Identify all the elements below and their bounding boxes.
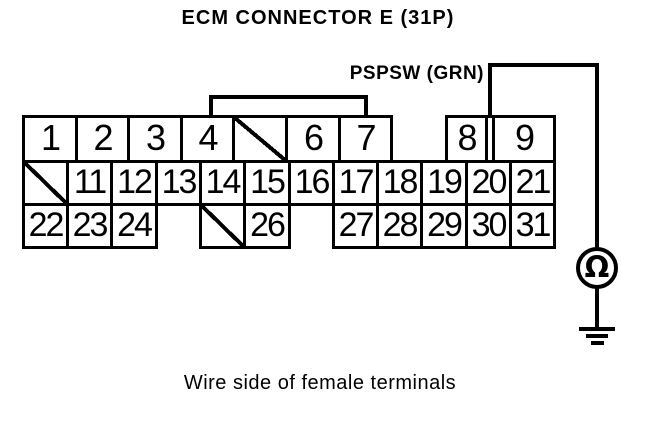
pin-cell-18: 18 — [376, 160, 423, 206]
pin-cell-29: 29 — [420, 203, 468, 249]
diagram-caption: Wire side of female terminals — [183, 372, 457, 394]
pin-cell-14: 14 — [199, 160, 246, 206]
ground-bar — [591, 341, 604, 345]
diagram-title: ECM CONNECTOR E (31P) — [181, 7, 455, 29]
pin-cell-blank — [22, 160, 69, 206]
ground-bar — [579, 327, 615, 331]
ohmmeter-icon: Ω — [576, 247, 618, 289]
pin-cell-13: 13 — [155, 160, 202, 206]
pin-cell-4: 4 — [180, 115, 235, 163]
pin-cell-21: 21 — [509, 160, 556, 206]
wire-drop-to-pin — [488, 63, 492, 118]
pin-cell-20: 20 — [465, 160, 512, 206]
pin-cell-2: 2 — [75, 115, 130, 163]
pin-cell-19: 19 — [420, 160, 468, 206]
pin-cell-16: 16 — [288, 160, 335, 206]
pin-cell-8: 8 — [445, 115, 488, 163]
pin-cell-27: 27 — [332, 203, 379, 249]
pin-cell-3: 3 — [127, 115, 183, 163]
wire-to-ground — [595, 287, 599, 328]
pin-cell-1: 1 — [22, 115, 78, 163]
pin-cell-17: 17 — [332, 160, 379, 206]
pin-cell-23: 23 — [66, 203, 113, 249]
pin-cell-26: 26 — [243, 203, 291, 249]
wire-top-horizontal — [488, 63, 599, 67]
pin-cell-30: 30 — [465, 203, 512, 249]
pin-cell-28: 28 — [376, 203, 423, 249]
wire-label-pspsw: PSPSW (GRN) — [349, 63, 484, 84]
pin-cell-22: 22 — [22, 203, 69, 249]
pin-cell-blank — [199, 203, 246, 249]
pin-cell-7: 7 — [338, 115, 393, 163]
pin-cell-31: 31 — [509, 203, 556, 249]
pin-cell-6: 6 — [285, 115, 341, 163]
pin-cell-12: 12 — [110, 160, 158, 206]
pin-cell-blank — [232, 115, 288, 163]
wire-right-vertical — [595, 63, 599, 249]
pin-cell-15: 15 — [243, 160, 291, 206]
pin-cell-24: 24 — [110, 203, 158, 249]
ground-bar — [586, 334, 608, 338]
pin-cell-11: 11 — [66, 160, 113, 206]
ohm-symbol: Ω — [584, 250, 610, 284]
pin-cell-9: 9 — [492, 115, 556, 163]
